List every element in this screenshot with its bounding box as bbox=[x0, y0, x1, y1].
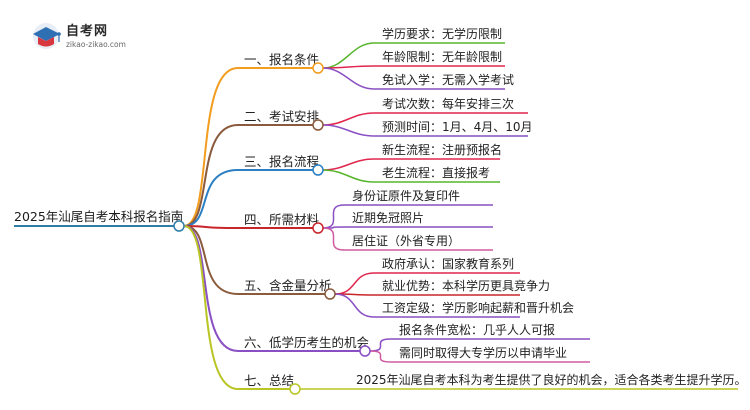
connector-layer bbox=[183, 42, 738, 390]
leaf-label: 居住证（外省专用） bbox=[352, 233, 460, 248]
leaf-label: 考试次数：每年安排三次 bbox=[382, 96, 514, 111]
branch-label: 四、所需材料 bbox=[244, 212, 320, 227]
leaf-label: 年龄限制：无年龄限制 bbox=[382, 50, 502, 64]
site-logo: 自考网 zikao-zikao.com bbox=[33, 23, 126, 49]
leaf-connector bbox=[322, 226, 493, 229]
branch-label: 七、总结 bbox=[244, 373, 294, 388]
branch-connector bbox=[183, 225, 313, 229]
branch-connector bbox=[183, 225, 290, 390]
root-connector-dot bbox=[173, 220, 185, 232]
branch-label: 五、含金量分析 bbox=[244, 278, 332, 293]
leaf-label: 就业优势：本科学历更具竞争力 bbox=[382, 278, 550, 293]
branch-connector bbox=[183, 124, 313, 227]
leaf-connector bbox=[322, 227, 493, 251]
leaf-label: 免试入学：无需入学考试 bbox=[382, 72, 514, 87]
leaf-label: 需同时取得大专学历以申请毕业 bbox=[399, 345, 567, 360]
leaf-connector bbox=[322, 42, 505, 69]
branch-label: 六、低学历考生的机会 bbox=[244, 335, 370, 350]
branch-connector-dot bbox=[312, 119, 324, 131]
root-label: 2025年汕尾自考本科报名指南 bbox=[14, 209, 183, 224]
branch-connector-dot bbox=[324, 288, 336, 300]
branch-connector-dot bbox=[289, 383, 301, 395]
root-node: 2025年汕尾自考本科报名指南 bbox=[14, 209, 185, 232]
leaf-connector bbox=[334, 293, 520, 318]
leaf-label: 学历要求：无学历限制 bbox=[382, 26, 502, 41]
leaf-connector bbox=[334, 272, 520, 295]
leaf-label: 2025年汕尾自考本科为考生提供了良好的机会，适合各类考生提升学历。 bbox=[356, 372, 747, 387]
branch-label: 二、考试安排 bbox=[244, 109, 320, 124]
leaf-label: 预测时间：1月、4月、10月 bbox=[382, 120, 533, 134]
branch-connector bbox=[183, 67, 313, 227]
leaf-label: 政府承认：国家教育系列 bbox=[382, 256, 514, 271]
leaf-connector bbox=[322, 169, 500, 183]
leaf-connector bbox=[334, 293, 520, 296]
leaf-label: 报名条件宽松：几乎人人可报 bbox=[399, 322, 555, 337]
leaf-connector bbox=[322, 204, 493, 229]
leaf-connector bbox=[322, 112, 528, 126]
branch-connector-dot bbox=[359, 345, 371, 357]
branch-connector-dot bbox=[312, 62, 324, 74]
leaf-connector bbox=[322, 65, 505, 69]
branch-connector-dot bbox=[312, 222, 324, 234]
logo-name: 自考网 bbox=[66, 23, 108, 39]
branch-connector bbox=[183, 225, 325, 295]
branch-connector bbox=[183, 169, 313, 227]
leaf-connector bbox=[322, 158, 500, 171]
branch-label: 一、报名条件 bbox=[244, 52, 319, 67]
leaf-connector bbox=[322, 67, 505, 90]
leaf-connector bbox=[322, 124, 528, 137]
leaf-label: 近期免冠照片 bbox=[352, 210, 424, 225]
leaf-connector bbox=[369, 338, 590, 352]
branch-label: 三、报名流程 bbox=[244, 154, 320, 169]
leaf-label: 工资定级：学历影响起薪和晋升机会 bbox=[382, 300, 574, 315]
node-layer: 一、报名条件 学历要求：无学历限制年龄限制：无年龄限制免试入学：无需入学考试二、考… bbox=[244, 26, 747, 395]
leaf-label: 新生流程：注册预报名 bbox=[382, 142, 502, 157]
leaf-label: 身份证原件及复印件 bbox=[352, 188, 460, 203]
logo-url: zikao-zikao.com bbox=[66, 40, 126, 49]
leaf-connector bbox=[369, 350, 590, 363]
graduation-cap-icon bbox=[33, 23, 61, 49]
leaf-label: 老生流程：直接报考 bbox=[382, 165, 490, 180]
branch-connector-dot bbox=[312, 164, 324, 176]
